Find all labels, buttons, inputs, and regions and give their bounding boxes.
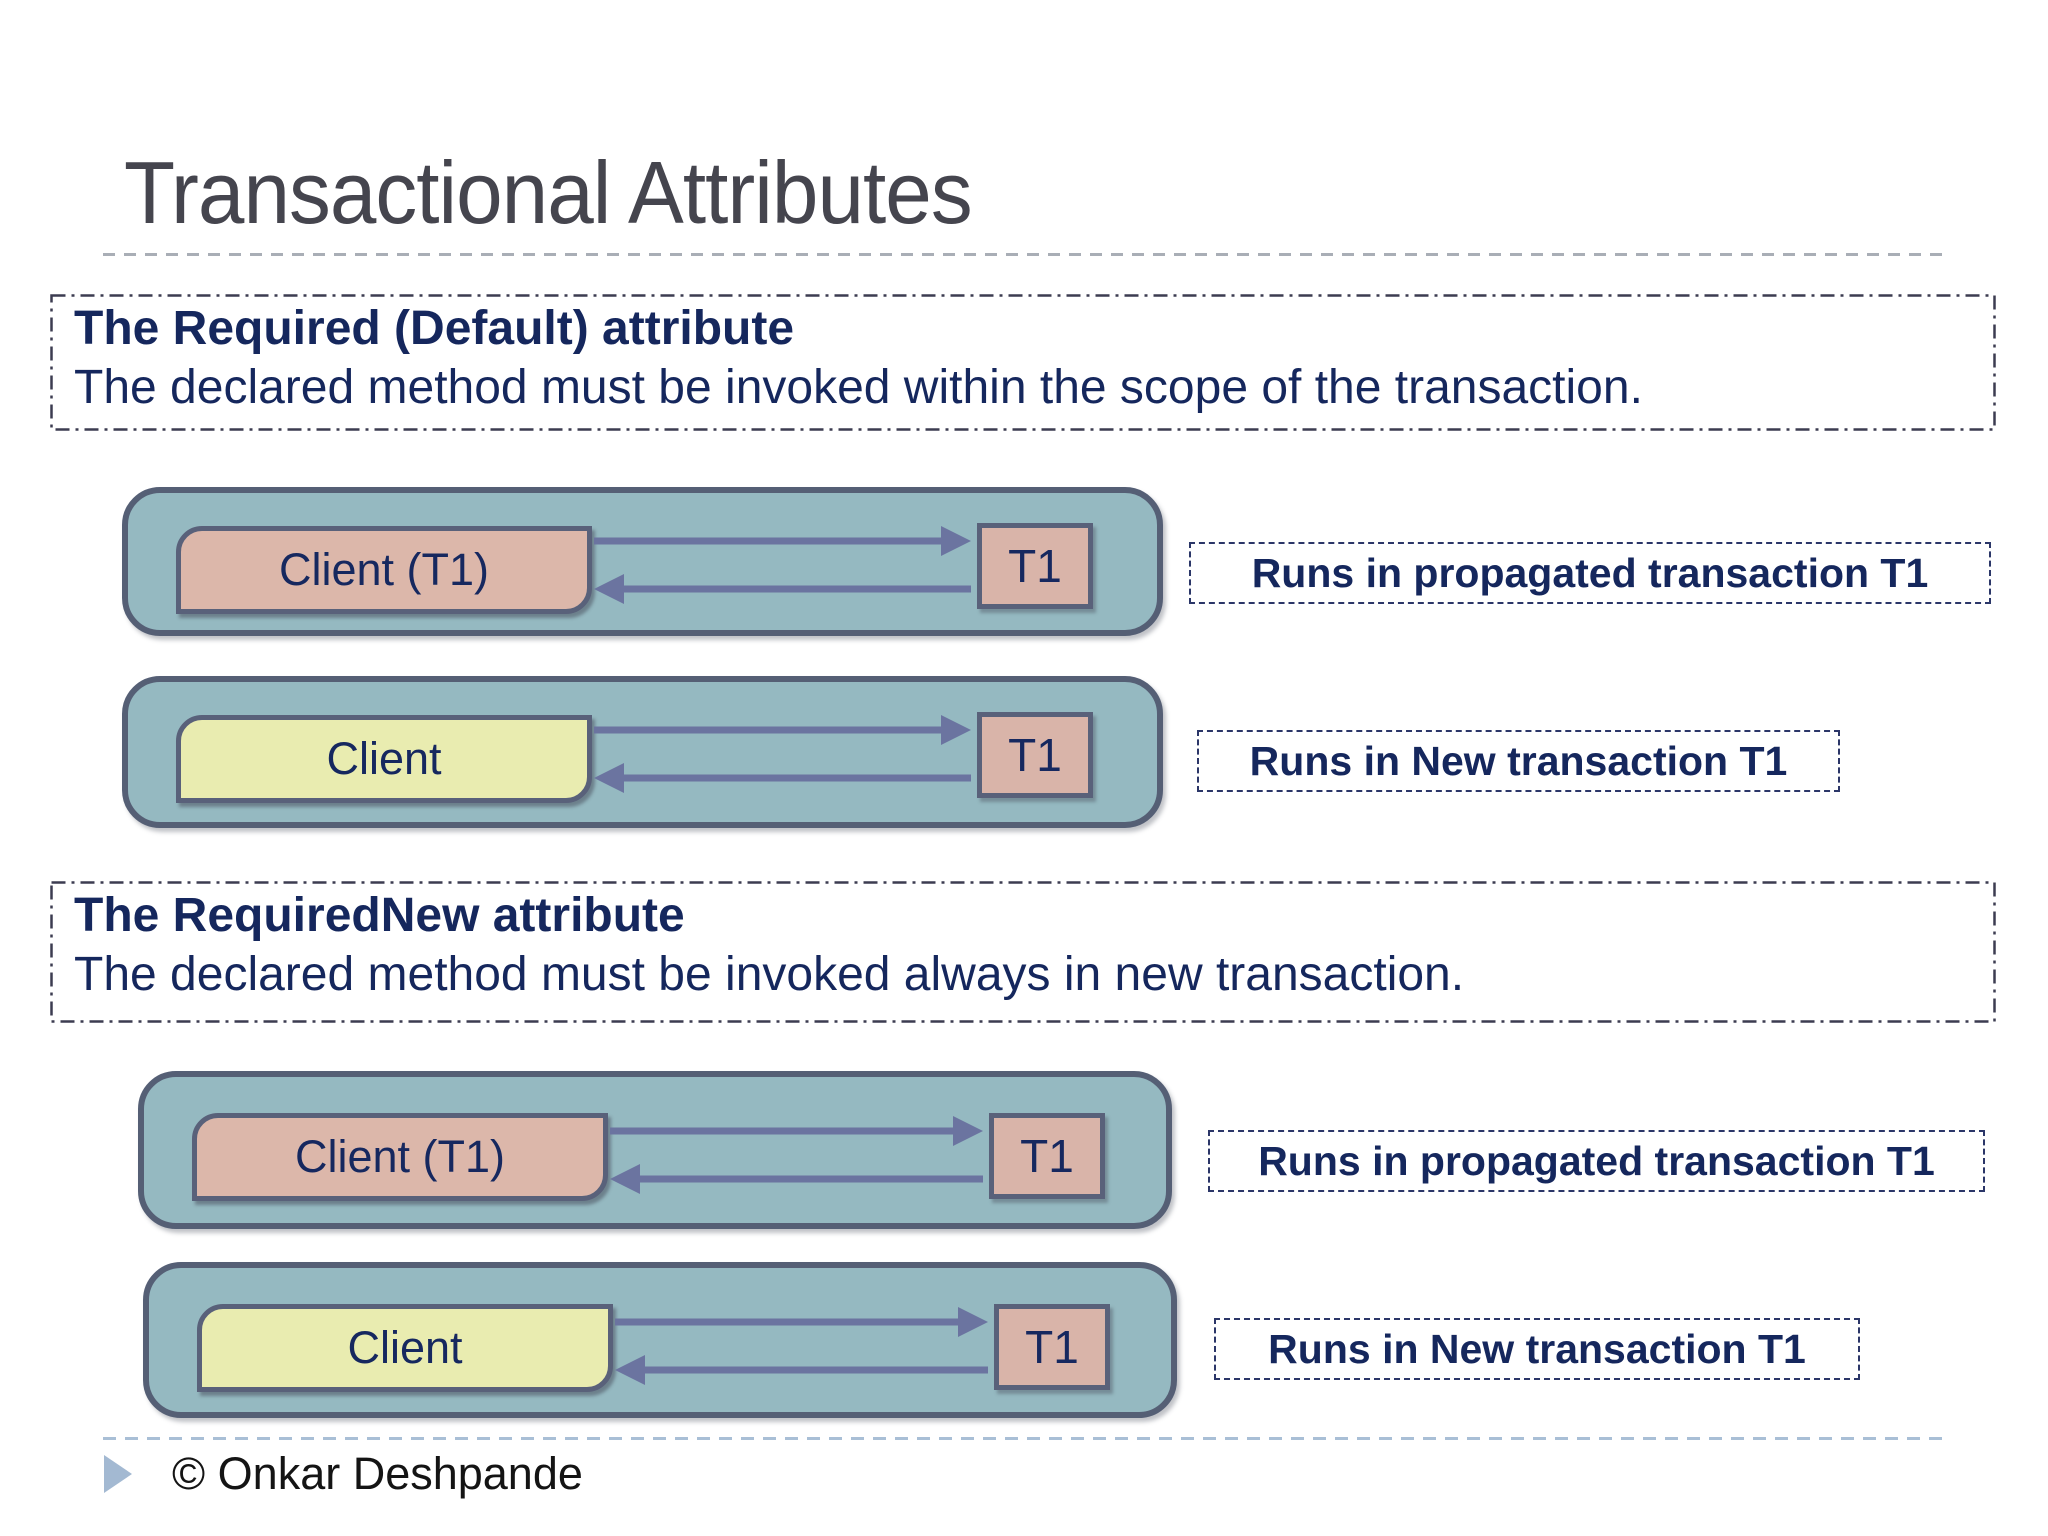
client-box: Client (T1) (192, 1113, 608, 1201)
service-box: T1 (977, 523, 1093, 609)
footer-copyright: © Onkar Deshpande (172, 1448, 583, 1499)
section-2-heading: The RequiredNew attribute (74, 889, 685, 942)
dash-dot-border (50, 294, 1996, 431)
result-label: Runs in New transaction T1 (1197, 730, 1840, 792)
section-2-description: The declared method must be invoked alwa… (74, 947, 1465, 1001)
section-1-box: The Required (Default) attribute The dec… (50, 294, 1996, 431)
section-1-description: The declared method must be invoked with… (74, 360, 1643, 414)
section-1-heading: The Required (Default) attribute (74, 302, 795, 355)
result-label: Runs in New transaction T1 (1214, 1318, 1860, 1380)
service-box: T1 (994, 1304, 1110, 1390)
service-box: T1 (989, 1113, 1105, 1199)
footer-divider-line (103, 1437, 1945, 1440)
page-title: Transactional Attributes (124, 143, 973, 242)
footer-arrow-icon (104, 1455, 132, 1493)
result-label: Runs in propagated transaction T1 (1208, 1130, 1985, 1192)
service-box: T1 (977, 712, 1093, 798)
diagram-container: Client T1 (143, 1262, 1177, 1418)
title-divider-line (103, 253, 1948, 256)
client-box: Client (176, 715, 592, 803)
diagram-container: Client T1 (122, 676, 1163, 828)
diagram-container: Client (T1) T1 (122, 487, 1163, 636)
client-box: Client (197, 1304, 613, 1392)
result-label: Runs in propagated transaction T1 (1189, 542, 1991, 604)
section-2-box: The RequiredNew attribute The declared m… (50, 881, 1996, 1023)
client-box: Client (T1) (176, 526, 592, 614)
dash-dot-border (50, 881, 1996, 1023)
diagram-container: Client (T1) T1 (138, 1071, 1172, 1229)
